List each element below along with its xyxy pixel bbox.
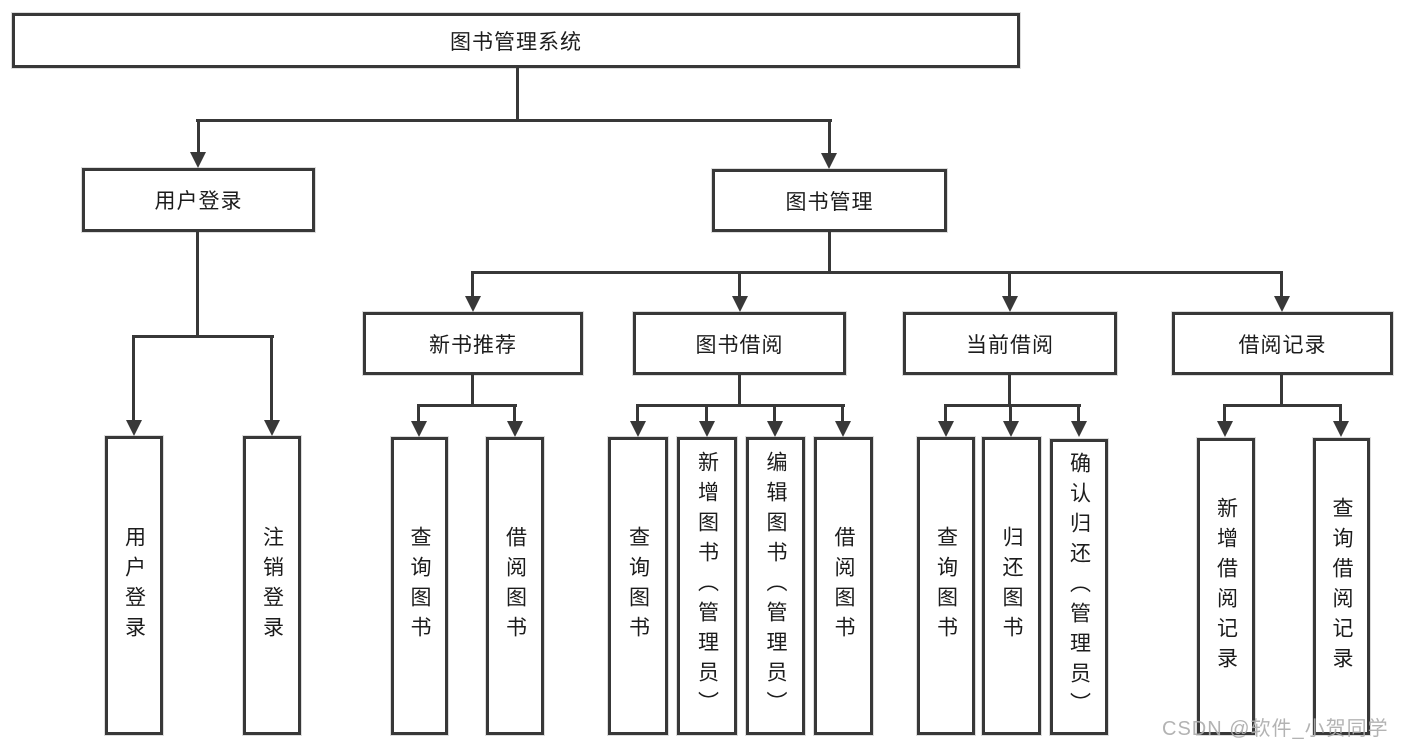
leaf-logout: 注销登录 (243, 436, 301, 735)
connector-line (471, 271, 474, 298)
arrowhead-down (1274, 296, 1290, 312)
connector-line (636, 404, 845, 407)
leaf-confirm-return-admin: 确认归还（管理员） (1050, 439, 1108, 735)
watermark-text: CSDN @软件_小贺同学 (1162, 718, 1389, 740)
leaf-label: 查询图书 (934, 526, 958, 646)
leaf-label: 编辑图书（管理员） (764, 451, 788, 721)
connector-line (828, 232, 831, 274)
connector-line (471, 375, 474, 406)
leaf-label: 借阅图书 (832, 526, 856, 646)
connector-line (841, 404, 844, 423)
node-book-management: 图书管理 (712, 169, 947, 232)
node-label: 当前借阅 (966, 333, 1054, 357)
connector-line (132, 335, 274, 338)
arrowhead-down (938, 421, 954, 437)
leaf-add-books-admin: 新增图书（管理员） (677, 437, 737, 735)
arrowhead-down (630, 421, 646, 437)
leaf-add-borrow-record: 新增借阅记录 (1197, 438, 1255, 735)
node-label: 借阅记录 (1238, 333, 1327, 357)
connector-line (471, 271, 1283, 274)
leaf-label: 查询图书 (626, 526, 650, 646)
arrowhead-down (821, 153, 837, 169)
arrowhead-down (1071, 421, 1087, 437)
connector-line (1280, 271, 1283, 298)
leaf-borrow-books: 借阅图书 (486, 437, 544, 735)
arrowhead-down (835, 421, 851, 437)
connector-line (738, 271, 741, 298)
node-borrowing-records: 借阅记录 (1172, 312, 1393, 375)
arrowhead-down (411, 421, 427, 437)
arrowhead-down (126, 420, 142, 436)
arrowhead-down (732, 296, 748, 312)
leaf-label: 查询图书 (408, 526, 432, 646)
connector-line (773, 404, 776, 423)
connector-line (944, 404, 1081, 407)
arrowhead-down (1217, 421, 1233, 437)
arrowhead-down (465, 296, 481, 312)
connector-line (944, 404, 947, 423)
node-library-management-system: 图书管理系统 (12, 13, 1020, 68)
leaf-label: 用户登录 (122, 525, 146, 646)
connector-line (513, 404, 516, 423)
leaf-label: 确认归还（管理员） (1067, 452, 1091, 722)
node-book-borrowing: 图书借阅 (633, 312, 846, 375)
leaf-edit-books-admin: 编辑图书（管理员） (746, 437, 805, 735)
leaf-return-books: 归还图书 (982, 437, 1041, 735)
node-current-borrowing: 当前借阅 (903, 312, 1117, 375)
connector-line (636, 404, 639, 423)
connector-line (828, 119, 831, 155)
connector-line (132, 335, 135, 422)
arrowhead-down (1333, 421, 1349, 437)
arrowhead-down (190, 152, 206, 168)
connector-line (1009, 404, 1012, 423)
connector-line (705, 404, 708, 423)
connector-line (1339, 404, 1342, 423)
arrowhead-down (699, 421, 715, 437)
node-label: 图书借阅 (695, 333, 784, 357)
connector-line (1077, 404, 1080, 423)
arrowhead-down (1003, 421, 1019, 437)
leaf-query-books: 查询图书 (917, 437, 975, 735)
node-label: 图书管理 (785, 190, 874, 214)
leaf-label: 新增借阅记录 (1214, 496, 1238, 677)
leaf-borrow-books: 借阅图书 (814, 437, 873, 735)
connector-line (417, 404, 517, 407)
leaf-label: 查询借阅记录 (1330, 496, 1354, 677)
connector-line (197, 119, 200, 155)
leaf-query-books: 查询图书 (391, 437, 448, 735)
node-label: 用户登录 (154, 190, 243, 213)
connector-line (1223, 404, 1226, 423)
connector-line (417, 404, 420, 423)
connector-line (516, 68, 519, 121)
leaf-label: 新增图书（管理员） (695, 451, 719, 721)
node-label: 新书推荐 (429, 333, 517, 357)
node-new-book-recommend: 新书推荐 (363, 312, 583, 375)
leaf-query-books: 查询图书 (608, 437, 668, 735)
leaf-label: 注销登录 (260, 525, 284, 646)
connector-line (270, 335, 273, 422)
connector-line (196, 232, 199, 338)
arrowhead-down (507, 421, 523, 437)
arrowhead-down (767, 421, 783, 437)
connector-line (1008, 271, 1011, 298)
connector-line (196, 119, 832, 122)
leaf-user-login: 用户登录 (105, 436, 163, 735)
arrowhead-down (264, 420, 280, 436)
connector-line (1223, 404, 1342, 407)
connector-line (738, 375, 741, 406)
leaf-query-borrow-record: 查询借阅记录 (1313, 438, 1370, 735)
arrowhead-down (1002, 296, 1018, 312)
node-label: 图书管理系统 (450, 30, 582, 54)
node-user-login: 用户登录 (82, 168, 315, 232)
connector-line (1008, 375, 1011, 406)
connector-line (1280, 375, 1283, 406)
leaf-label: 借阅图书 (503, 526, 527, 646)
leaf-label: 归还图书 (1000, 526, 1024, 646)
